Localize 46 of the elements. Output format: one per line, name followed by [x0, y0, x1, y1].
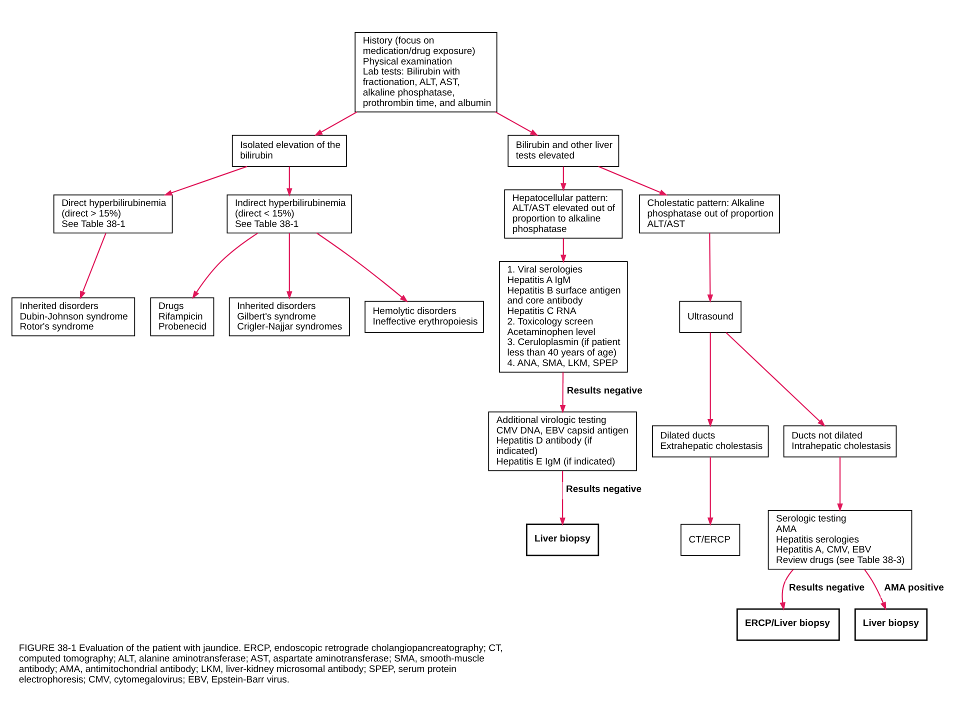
node-box: Bilirubin and other liver tests elevated [508, 134, 620, 166]
node-box: Indirect hyperbilirubinemia (direct < 15%) See Table 38-1 [226, 194, 352, 233]
arrow [598, 165, 668, 196]
node-box: Ducts not dilated Intrahepatic cholestasis [783, 424, 897, 457]
arrow [780, 568, 794, 610]
arrow [560, 166, 566, 191]
node-box: Ultrasound [679, 300, 742, 332]
arrow [286, 166, 292, 196]
node-box: Serologic testing AMA Hepatitis serologies Hepatitis A, CMV, EBV Review drugs (see Table 38-3) [768, 510, 912, 570]
node-box: Cholestatic pattern: Alkaline phosphatase out of proportion ALT/AST [639, 194, 780, 233]
arrow [707, 456, 714, 526]
edge-label: Results negative [789, 582, 865, 594]
node-box: Dilated ducts Extrahepatic cholestasis [652, 424, 769, 457]
node-box: Drugs Rifampicin Probenecid [150, 296, 214, 336]
node-box: Direct hyperbilirubinemia (direct > 15%) See Table 38-1 [53, 194, 173, 233]
arrow [560, 470, 566, 526]
arrow [316, 232, 408, 302]
node-box: Hepatocellular pattern: ALT/AST elevated out of proportion to alkaline phosphatase [504, 188, 623, 238]
edge-label: AMA positive [884, 582, 944, 594]
node-box: Liver biopsy [854, 608, 928, 640]
node-box: Hemolytic disorders Ineffective erythropoiesis [364, 300, 484, 332]
arrow [192, 232, 258, 298]
arrow [80, 232, 106, 299]
arrow [726, 332, 826, 426]
arrow [286, 232, 292, 299]
node-box: Isolated elevation of the bilirubin [232, 134, 347, 166]
edge-label: Results negative [566, 484, 642, 495]
caption: FIGURE 38-1 Evaluation of the patient with jaundice. ERCP, endoscopic retrograde cholangiopancreatography; CT, computed tomography; ALT, alanine aminotransferase; AST, aspartate aminotransferase; SMA, smooth-muscle antibody; AMA, antimitochondrial antibody; LKM, liver-kidney microsomal antibody; SPEP, serum protein electrophoresis; CMV, cytomegalovirus; EBV, Epstein-Barr virus. [18, 642, 503, 685]
node-box: Inherited disorders Dubin-Johnson syndrome Rotor's syndrome [12, 296, 136, 336]
arrow [560, 238, 566, 263]
edge-label: Results negative [566, 385, 642, 396]
arrow [864, 568, 886, 610]
node-box: Inherited disorders Gilbert's syndrome Crigler-Najjar syndromes [228, 296, 350, 336]
node-box: 1. Viral serologies Hepatitis A IgM Hepatitis B surface antigen and core antibody Hepatitis C RNA 2. Toxicology screen Acetaminophen level 3. Ceruloplasmin (if patient less than 40 years of age) 4. ANA, SMA, LKM, SPEP [499, 260, 628, 372]
arrow [837, 456, 843, 512]
arrow [164, 165, 248, 195]
arrow [707, 232, 714, 302]
arrow [495, 111, 538, 136]
node-box: History (focus on medication/drug exposure) Physical examination Lab tests: Bilirubin with fractionation, ALT, AST, alkaline phosphatase, prothrombin time, and albumin [354, 32, 498, 112]
node-box: Additional virologic testing CMV DNA, EBV capsid antigen Hepatitis D antibody (if indicated) Hepatitis E IgM (if indicated) [488, 411, 637, 471]
node-box: Liver biopsy [526, 523, 600, 556]
arrow [707, 332, 714, 427]
arrow [560, 372, 566, 413]
node-box: CT/ERCP [680, 523, 740, 556]
node-box: ERCP/Liver biopsy [736, 608, 840, 640]
arrow [314, 111, 358, 136]
